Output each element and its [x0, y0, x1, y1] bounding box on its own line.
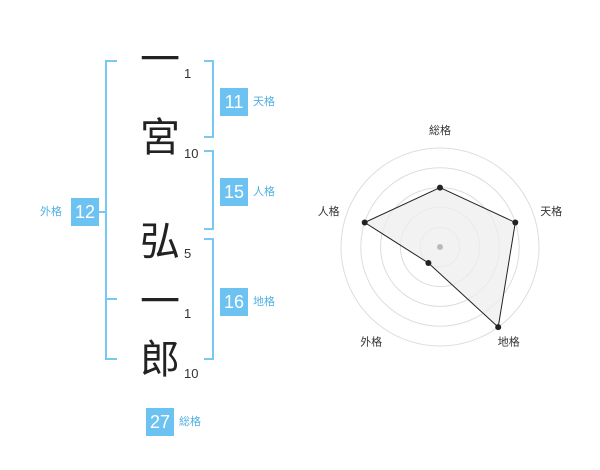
- name-char-4: 一: [140, 279, 180, 325]
- radar-point-4: [425, 260, 432, 266]
- radar-ring-5: [340, 147, 540, 347]
- name-char-3: 弘: [140, 219, 180, 265]
- chikaku-bracket: [212, 238, 214, 360]
- stroke-count-4: 1: [184, 306, 192, 321]
- radar-point-2: [512, 219, 519, 226]
- radar-axis-label-2: 天格: [540, 204, 562, 218]
- radar-point-3: [495, 324, 502, 331]
- jinkaku-bracket: [212, 150, 214, 230]
- chikaku-label: 地格: [253, 295, 275, 308]
- gaikaku-bracket-top: [105, 60, 117, 62]
- gaikaku-bracket-bottom: [105, 358, 117, 360]
- chikaku-bracket-top: [204, 238, 214, 240]
- tenkaku-label: 天格: [253, 95, 275, 108]
- name-char-5: 郎: [140, 337, 180, 383]
- jinkaku-bracket-top: [204, 150, 214, 152]
- soukaku-label: 総格: [179, 415, 201, 428]
- radar-ring-4: [360, 167, 520, 327]
- radar-point-5: [361, 219, 368, 226]
- stroke-count-2: 10: [184, 146, 199, 161]
- soukaku-badge: 27: [146, 408, 174, 436]
- radar-series-polygon: [363, 187, 516, 329]
- stroke-count-3: 5: [184, 246, 192, 261]
- radar-axis-label-5: 人格: [318, 204, 340, 218]
- tenkaku-badge: 11: [220, 88, 248, 116]
- stroke-count-5: 10: [184, 366, 199, 381]
- radar-axis-label-1: 総格: [429, 123, 451, 137]
- gaikaku-bracket-mid: [105, 298, 117, 300]
- tenkaku-bracket-bottom: [204, 136, 214, 138]
- chikaku-badge: 16: [220, 288, 248, 316]
- chikaku-bracket-bottom: [204, 358, 214, 360]
- radar-point-1: [437, 184, 443, 191]
- radar-center-dot: [437, 244, 443, 250]
- tenkaku-bracket-top: [204, 60, 214, 62]
- jinkaku-label: 人格: [253, 185, 275, 198]
- name-char-2: 宮: [140, 115, 180, 161]
- radar-axis-label-3: 地格: [498, 335, 520, 349]
- gaikaku-label: 外格: [40, 205, 62, 218]
- gaikaku-badge: 12: [71, 198, 99, 226]
- gaikaku-connector: [95, 211, 105, 213]
- radar-axis-label-4: 外格: [360, 335, 382, 349]
- jinkaku-bracket-bottom: [204, 228, 214, 230]
- gaikaku-bracket: [105, 60, 107, 360]
- stroke-count-1: 1: [184, 66, 192, 81]
- tenkaku-bracket: [212, 60, 214, 138]
- jinkaku-badge: 15: [220, 178, 248, 206]
- name-char-1: 一: [140, 37, 180, 83]
